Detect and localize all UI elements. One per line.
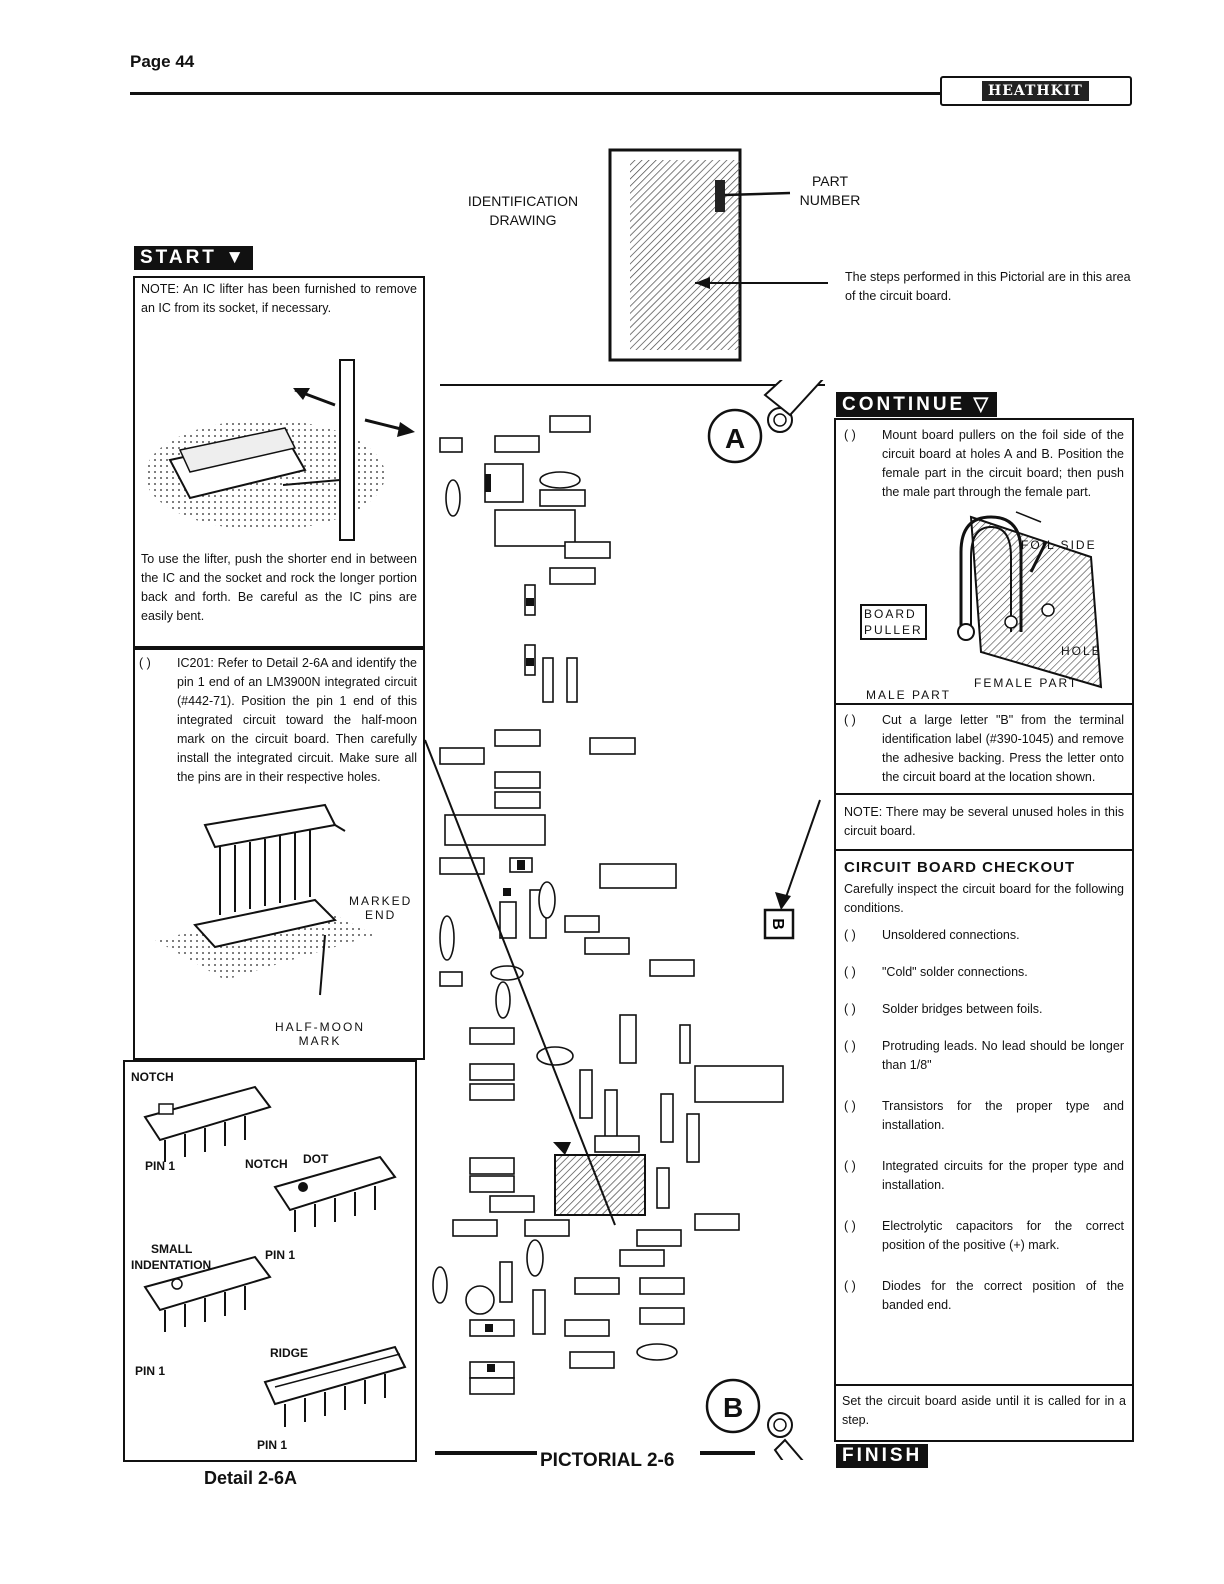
ic-install-illustration (155, 803, 375, 996)
continue-panel: ( ) Mount board pullers on the foil side… (834, 418, 1134, 1442)
puller-text: Mount board pullers on the foil side of … (882, 428, 1124, 499)
hole-b-label: B (723, 1392, 744, 1423)
svg-text:B: B (769, 918, 786, 930)
identification-drawing (608, 148, 828, 362)
ic-identification-detail (143, 1085, 407, 1427)
notch2-label: NOTCH (245, 1157, 288, 1171)
ident-caption: IDENTIFICATION DRAWING (455, 192, 591, 230)
unused-holes-note: NOTE: There may be several unused holes … (836, 793, 1132, 849)
detail-title: Detail 2-6A (204, 1468, 298, 1488)
board-puller-label: BOARD PULLER (860, 604, 927, 640)
ic201-text: IC201: Refer to Detail 2-6A and identify… (177, 656, 417, 784)
checkout-section: CIRCUIT BOARD CHECKOUT Carefully inspect… (836, 849, 1132, 1315)
checkout-intro: Carefully inspect the circuit board for … (844, 882, 1124, 915)
ic201-step: ( ) IC201: Refer to Detail 2-6A and iden… (135, 650, 423, 787)
checkout-item: ( ) Transistors for the proper type and i… (844, 1097, 1124, 1135)
final-note: Set the circuit board aside until it is … (836, 1384, 1132, 1440)
pin1-label-c: PIN 1 (135, 1364, 166, 1378)
header-rule (130, 92, 1060, 95)
letter-b-step: ( ) Cut a large letter "B" from the term… (836, 703, 1132, 793)
circuit-board-pictorial: B (425, 380, 825, 1460)
checkout-item: ( ) Integrated circuits for the proper ty… (844, 1157, 1124, 1195)
halfmoon-2: MARK (298, 1034, 342, 1048)
checkout-checkbox[interactable]: ( ) (844, 965, 856, 979)
checkout-checkbox[interactable]: ( ) (844, 1219, 856, 1233)
checkout-item-text: Diodes for the correct position of the b… (882, 1279, 1124, 1312)
hole-a-label: A (725, 423, 746, 454)
detail-panel: NOTCH PIN 1 NOTCH DOT SMALL INDENTATION … (123, 1060, 417, 1462)
part-number-label: PART NUMBER (790, 172, 870, 210)
checkout-item: ( ) Protruding leads. No lead should be l… (844, 1037, 1124, 1075)
checkout-item: ( ) Solder bridges between foils. (844, 1000, 1124, 1019)
checkout-checkbox[interactable]: ( ) (844, 1002, 856, 1016)
letter-b-text: Cut a large letter "B" from the terminal… (882, 713, 1124, 784)
checkout-list: ( ) Unsoldered connections. ( ) "Cold" sold… (844, 926, 1124, 1315)
letter-b-checkbox[interactable]: ( ) (844, 713, 856, 727)
notch-label: NOTCH (131, 1070, 174, 1084)
start-banner: START ▼ (134, 246, 254, 270)
checkout-item-text: Unsoldered connections. (882, 928, 1020, 942)
checkout-item-text: Integrated circuits for the proper type … (882, 1159, 1124, 1192)
small-label: SMALL (151, 1242, 193, 1256)
checkout-checkbox[interactable]: ( ) (844, 928, 856, 942)
continue-label: CONTINUE (842, 394, 966, 415)
lifter-instructions: To use the lifter, push the shorter end … (141, 552, 417, 623)
checkout-item: ( ) Diodes for the correct position of th… (844, 1277, 1124, 1315)
heathkit-logo: HEATHKIT (940, 76, 1132, 106)
ic201-checkbox[interactable]: ( ) (139, 656, 151, 670)
marked-end-2: END (365, 908, 397, 922)
checkout-checkbox[interactable]: ( ) (844, 1039, 856, 1053)
checkout-item-text: Electrolytic capacitors for the correct … (882, 1219, 1124, 1252)
checkout-checkbox[interactable]: ( ) (844, 1279, 856, 1293)
finish-banner: FINISH (836, 1444, 929, 1468)
part-line1: PART (811, 173, 849, 189)
pin1-label-b: PIN 1 (265, 1248, 296, 1262)
checkout-item-text: Solder bridges between foils. (882, 1002, 1043, 1016)
ident-caption-line2: DRAWING (489, 212, 557, 228)
checkout-checkbox[interactable]: ( ) (844, 1099, 856, 1113)
foil-side-label: FOIL SIDE (1021, 538, 1097, 552)
logo-text: HEATHKIT (982, 81, 1089, 101)
checkout-item: ( ) Electrolytic capacitors for the corre… (844, 1217, 1124, 1255)
board-word: BOARD (864, 607, 917, 621)
checkout-item: ( ) Unsoldered connections. (844, 926, 1124, 945)
ident-caption-line1: IDENTIFICATION (467, 193, 579, 209)
checkout-item: ( ) "Cold" solder connections. (844, 963, 1124, 982)
checkout-item-text: "Cold" solder connections. (882, 965, 1028, 979)
checkout-item-text: Transistors for the proper type and inst… (882, 1099, 1124, 1132)
puller-checkbox[interactable]: ( ) (844, 428, 856, 442)
ic-lifter-illustration (145, 359, 415, 541)
pin1-label-a: PIN 1 (145, 1159, 176, 1173)
male-part-label: MALE PART (866, 688, 951, 702)
page-number: Page 44 (130, 52, 195, 71)
start-label: START (140, 247, 217, 268)
dot-label: DOT (303, 1152, 329, 1166)
female-part-label: FEMALE PART (974, 676, 1079, 690)
indentation-label: INDENTATION (131, 1258, 212, 1272)
finish-label: FINISH (842, 1445, 923, 1466)
checkout-checkbox[interactable]: ( ) (844, 1159, 856, 1173)
steps-area-note: The steps performed in this Pictorial ar… (845, 270, 1131, 303)
checkout-title: CIRCUIT BOARD CHECKOUT (844, 859, 1076, 876)
continue-banner: CONTINUE ▽ (836, 392, 998, 417)
puller-word: PULLER (864, 623, 923, 637)
ridge-label: RIDGE (270, 1346, 309, 1360)
pictorial-title: PICTORIAL 2-6 (540, 1450, 675, 1471)
lifter-note: NOTE: An IC lifter has been furnished to… (141, 282, 417, 315)
checkout-item-text: Protruding leads. No lead should be long… (882, 1039, 1124, 1072)
ic201-panel: ( ) IC201: Refer to Detail 2-6A and iden… (133, 648, 425, 1060)
part-line2: NUMBER (799, 192, 861, 208)
marked-end-1: MARKED (349, 894, 413, 908)
puller-step: ( ) Mount board pullers on the foil side… (836, 420, 1132, 502)
board-puller-illustration (957, 511, 1103, 689)
halfmoon-1: HALF-MOON (275, 1020, 365, 1034)
hole-label: HOLE (1061, 644, 1102, 658)
lifter-panel: NOTE: An IC lifter has been furnished to… (133, 276, 425, 648)
pin1-label-d: PIN 1 (257, 1438, 288, 1452)
